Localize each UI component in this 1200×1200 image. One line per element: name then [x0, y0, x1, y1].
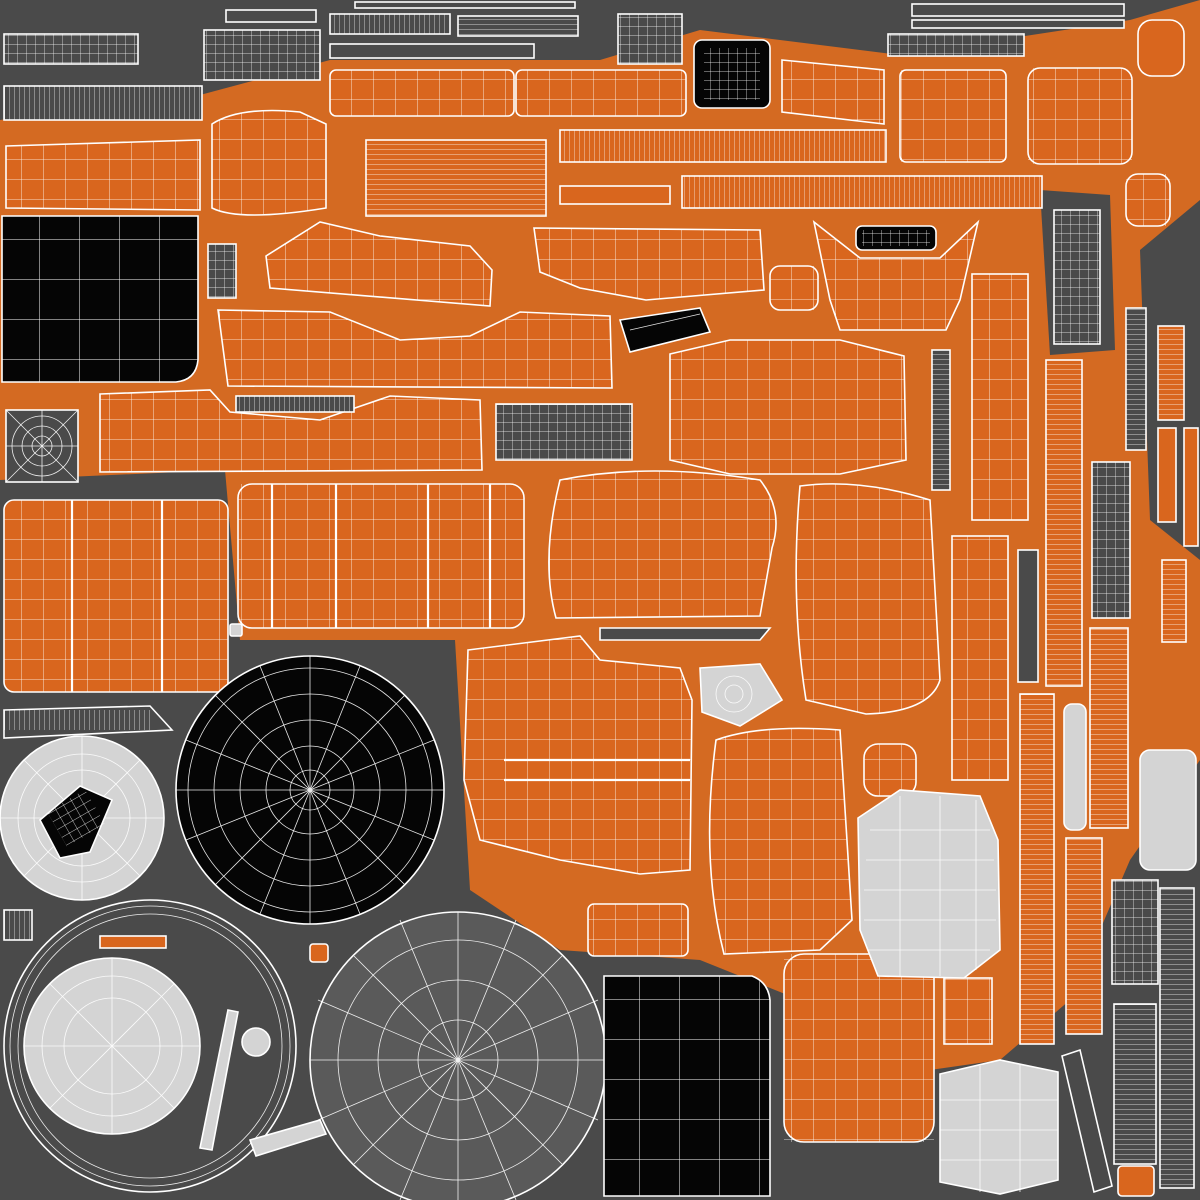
middle-orange-cushions [3, 470, 993, 1143]
bottom-left-round-parts [0, 623, 607, 1200]
right-vertical-strips [931, 173, 1199, 1194]
bottom-black-panel [603, 975, 771, 1197]
bottom-right-light-panels [857, 789, 1155, 1197]
upper-orange-body-panels [5, 59, 1133, 475]
left-black-panel [1, 215, 237, 483]
top-strip-panels [3, 1, 1185, 121]
